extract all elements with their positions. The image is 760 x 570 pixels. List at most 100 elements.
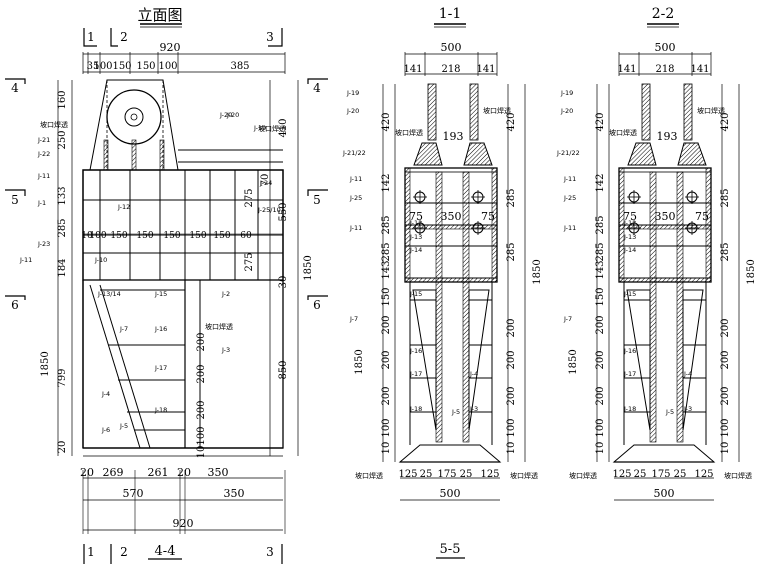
sec-dim-right: 200 (720, 386, 731, 405)
drawing-rect (404, 277, 498, 283)
drawing-rect (404, 224, 498, 230)
elev-dim-left: 160 (57, 90, 68, 109)
elev-part-label: J-12 (117, 203, 130, 211)
sec-top-cap-right (677, 142, 707, 166)
cut-marker-1-bottom: 1 (87, 545, 95, 559)
elev-dim-left: 184 (57, 258, 68, 277)
elev-dim-right: 1850 (303, 255, 314, 280)
elev-dim-bottom-total: 920 (173, 517, 194, 530)
elev-part-label: J-22 (37, 150, 50, 158)
drawing-rect (676, 171, 684, 443)
elev-dim-mid: 60 (240, 231, 252, 241)
sec-dim-bottom: 125 (694, 469, 713, 480)
sec-part-label: J-16 (409, 347, 422, 355)
sec-part-label: J-17 (623, 370, 636, 378)
cut-marker-4-right: 4 (313, 81, 321, 95)
elevation-bottom-title: 4-4 (155, 544, 176, 559)
section-2-title: 2-2 (652, 6, 675, 22)
sec-dim-left: 142 (595, 173, 606, 192)
elev-dim-top-part: 150 (112, 61, 131, 72)
elev-part-label: J-21 (37, 136, 50, 144)
elev-dim-bottom: 20 (80, 466, 94, 479)
elev-dim-right: 850 (278, 360, 289, 379)
elev-part-label: J-20 (226, 111, 239, 119)
elev-part-label: J-3 (221, 346, 230, 354)
sec-dim-left: 150 (381, 287, 392, 306)
sec-dim-right: 200 (720, 318, 731, 337)
elev-weld-note-1: 坡口焊透 (40, 120, 68, 129)
elev-dim-mid: 150 (136, 231, 153, 241)
elev-dim-top-part: 100 (93, 61, 112, 72)
sec-dim-top-part: 218 (655, 64, 674, 75)
drawing-rect (641, 83, 651, 141)
sec-dim-right: 200 (506, 386, 517, 405)
sec-dim-left: 143 (381, 260, 392, 279)
sec-weld-note: 坡口焊透 (697, 106, 725, 115)
sec-taper-left (626, 289, 651, 431)
drawing-rect (618, 277, 712, 283)
sec-dim-left: 420 (595, 112, 606, 131)
sec-taper-right (682, 289, 704, 431)
cut-marker-2-top: 2 (120, 30, 128, 44)
elev-dim-right: 275 (244, 188, 255, 207)
elev-part-label: J-20 (219, 111, 232, 119)
sec-dim-bottom-total: 500 (440, 487, 461, 500)
elev-part-label: J-25/10 (257, 206, 281, 214)
sec-dim-mid: 75 (695, 210, 709, 223)
elev-dim-right: 275 (244, 252, 255, 271)
sec-dim-left: 200 (381, 386, 392, 405)
elev-dim-right: 550 (278, 202, 289, 221)
elev-dim-left: 20 (57, 441, 68, 454)
elev-dim-right: 410 (278, 118, 289, 137)
sec-dim-top-part: 218 (441, 64, 460, 75)
sec-dim-left: 285 (595, 242, 606, 261)
sec-dim-top-part: 141 (690, 64, 709, 75)
sec-dim-right: 420 (506, 112, 517, 131)
elev-part-label: J-16 (154, 325, 167, 333)
elev-part-label: J-7 (119, 325, 128, 333)
sec-dim-bottom: 125 (480, 469, 499, 480)
sec-dim-left: 200 (595, 386, 606, 405)
sec-part-label: J-17 (409, 370, 422, 378)
sec-part-label: J-25 (349, 194, 362, 202)
sec-dim-right: 200 (506, 350, 517, 369)
sec-dim-bottom: 25 (674, 469, 687, 480)
sec-dim-right: 285 (720, 242, 731, 261)
elev-dim-left: 250 (57, 130, 68, 149)
elev-dim-bottom-sub: 350 (224, 487, 245, 500)
cut-marker-1-top: 1 (87, 30, 95, 44)
sec-part-label: J-4 (469, 370, 478, 378)
sec-weld-note: 坡口焊透 (355, 471, 383, 480)
sec-part-label: J-7 (349, 315, 358, 323)
sec-dim-bottom: 125 (398, 469, 417, 480)
elev-part-label: J-13/14 (97, 290, 121, 298)
sec-dim-right: 100 (506, 418, 517, 437)
cut-marker-4-left: 4 (11, 81, 19, 95)
elev-dim-bottom: 20 (177, 466, 191, 479)
sec-part-label: J-15 (623, 290, 636, 298)
sec-part-label: J-4 (683, 370, 692, 378)
elev-part-label: J-17 (154, 364, 167, 372)
elev-part-label: J-19 (253, 124, 266, 132)
sec-dim-bottom-total: 500 (654, 487, 675, 500)
sec-part-label: J-19 (560, 89, 573, 97)
elev-part-label: J-6 (101, 426, 110, 434)
elev-dim-mid: 150 (163, 231, 180, 241)
sec-part-label: J-15 (409, 290, 422, 298)
elev-dim-top-part: 385 (230, 61, 249, 72)
elev-dim-left: 799 (57, 368, 68, 387)
cut-marker-6-left: 6 (11, 298, 19, 312)
sec-dim-bottom: 125 (612, 469, 631, 480)
elev-part-label: J-2 (221, 290, 230, 298)
sec-dim-top-mid: 193 (657, 130, 678, 143)
sec-part-label: J-12 (623, 219, 636, 227)
elev-part-label: J-10 (94, 256, 107, 264)
elev-dim-mid: 10 (81, 231, 93, 241)
sec-part-label: J-25 (563, 194, 576, 202)
drawing-rect (469, 83, 479, 141)
sec-base (612, 444, 716, 463)
sec-part-label: J-16 (623, 347, 636, 355)
elev-weld-note-3: 坡口焊透 (258, 124, 286, 133)
